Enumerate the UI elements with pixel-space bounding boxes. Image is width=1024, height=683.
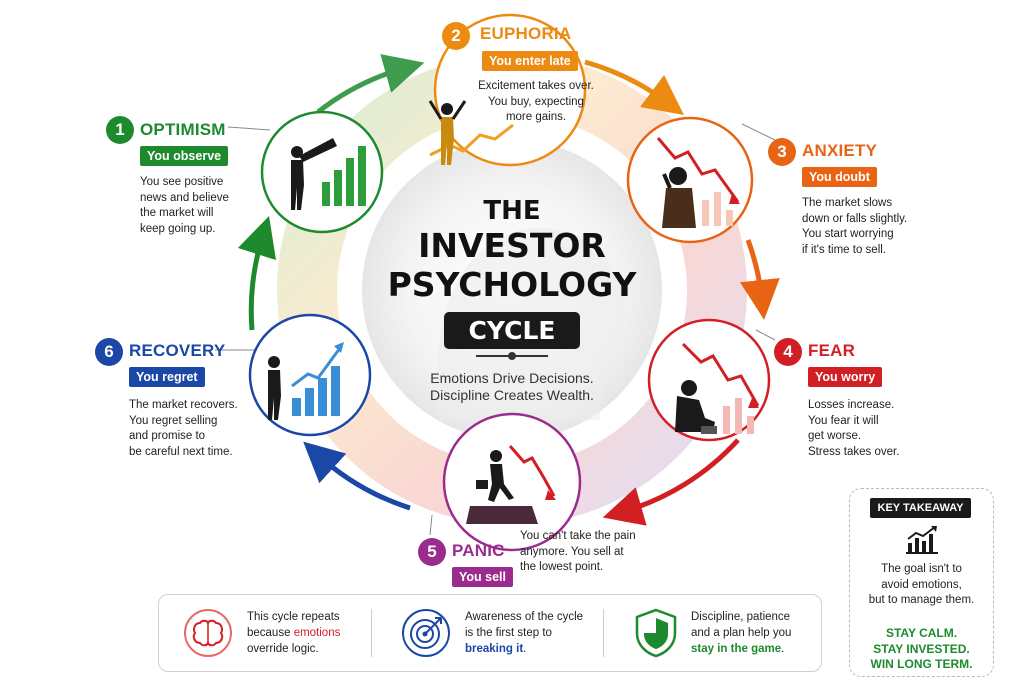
stay-highlight: stay in the game — [691, 643, 782, 655]
stage-title: ANXIETY — [802, 141, 878, 160]
stage-badge: You enter late — [482, 51, 578, 71]
stage-number: 2 — [442, 22, 470, 50]
insights-panel: This cycle repeats because emotions over… — [158, 594, 822, 672]
title-cycle-badge: CYCLE — [444, 312, 580, 349]
stage-number: 6 — [95, 338, 123, 366]
standing-person-icon — [268, 342, 344, 420]
worried-person-icon — [656, 137, 740, 228]
title-line-2: INVESTOR — [418, 226, 606, 265]
stage-number: 3 — [768, 138, 796, 166]
celebrating-person-icon — [428, 100, 514, 165]
stage-number: 1 — [106, 116, 134, 144]
growth-chart-icon — [906, 526, 938, 554]
key-takeaway-header: KEY TAKEAWAY — [870, 498, 971, 518]
stage-badge: You worry — [808, 367, 883, 387]
telescope-person-icon — [291, 138, 366, 210]
stage-title: PANIC — [452, 541, 505, 560]
title-line-3: PSYCHOLOGY — [387, 265, 637, 304]
divider — [603, 609, 604, 657]
divider — [371, 609, 372, 657]
stage-description: Excitement takes over.You buy, expecting… — [478, 80, 594, 123]
stage-title: FEAR — [808, 341, 856, 360]
target-icon — [402, 609, 450, 657]
stage-badge: You observe — [140, 146, 229, 166]
stage-badge: You sell — [452, 567, 514, 587]
running-person-icon — [466, 445, 556, 524]
title-line-1: THE — [483, 196, 541, 226]
stage-badge: You regret — [129, 367, 205, 387]
shield-icon — [635, 608, 677, 658]
breaking-highlight: breaking it — [465, 643, 524, 655]
stage-number: 4 — [774, 338, 802, 366]
key-takeaway-panel: KEY TAKEAWAY The goal isn't to avoid emo… — [849, 488, 994, 677]
stage-badge: You doubt — [802, 167, 877, 187]
tagline-1: Emotions Drive Decisions. — [430, 370, 594, 386]
title-divider-dot — [508, 352, 516, 360]
stage-title: EUPHORIA — [480, 24, 572, 43]
title-line-4: CYCLE — [468, 316, 556, 345]
insight-awareness: Awareness of the cycle is the first step… — [465, 611, 584, 655]
sitting-person-icon — [675, 342, 760, 434]
insight-repeat: This cycle repeats because emotions over… — [247, 611, 341, 655]
brain-icon — [184, 609, 232, 657]
stage-title: OPTIMISM — [140, 120, 226, 139]
stage-number: 5 — [418, 538, 446, 566]
tagline-2: Discipline Creates Wealth. — [430, 387, 594, 403]
insight-discipline: Discipline, patience and a plan help you… — [691, 611, 792, 655]
emotions-highlight: emotions — [293, 627, 341, 639]
takeaway-cta: STAY CALM. STAY INVESTED. WIN LONG TERM. — [870, 626, 973, 671]
takeaway-message: The goal isn't to avoid emotions, but to… — [868, 563, 975, 606]
stage-title: RECOVERY — [129, 341, 226, 360]
